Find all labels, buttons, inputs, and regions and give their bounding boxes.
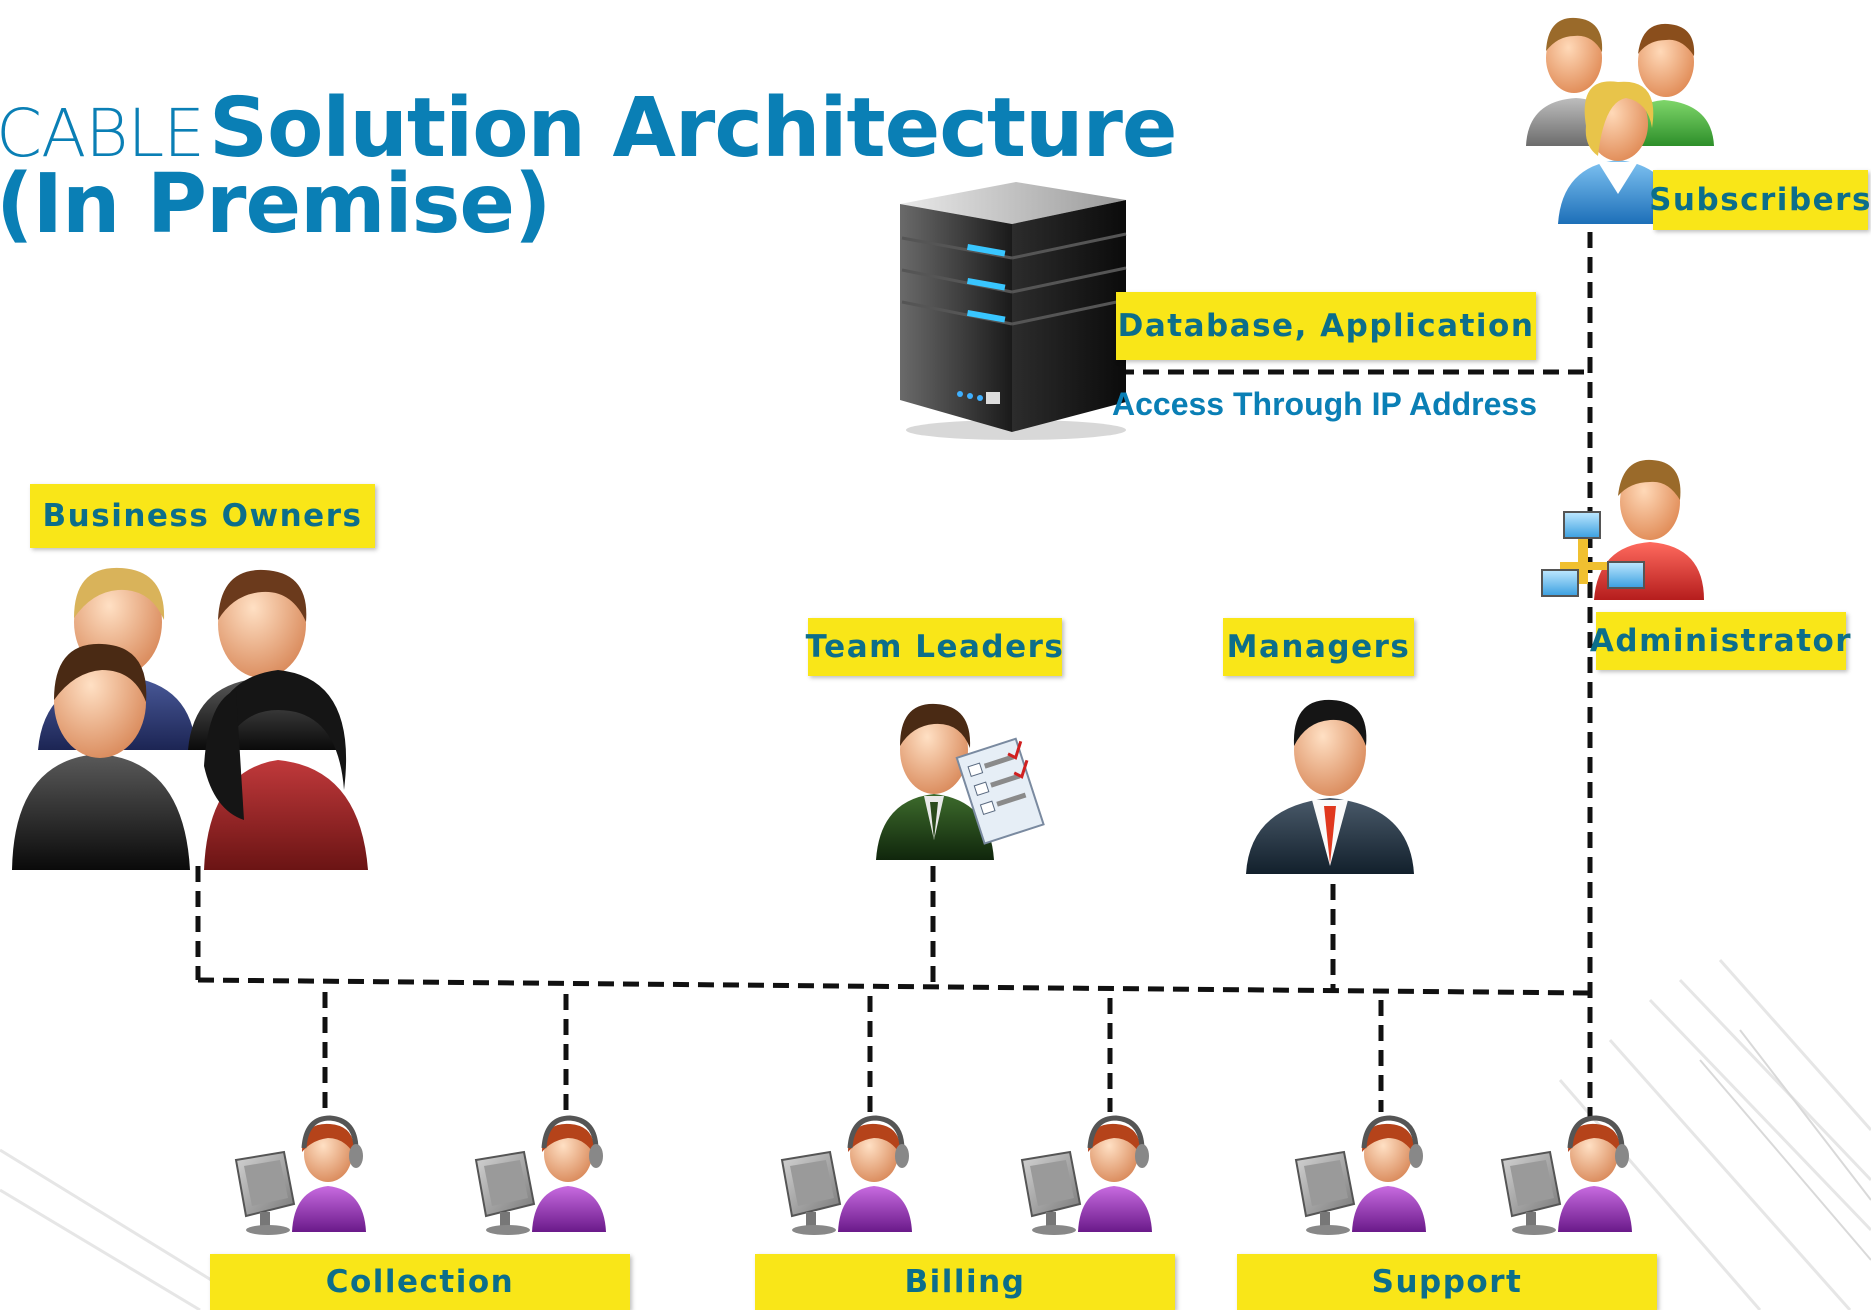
support-label: Support — [1237, 1254, 1657, 1310]
managers-label: Managers — [1223, 618, 1414, 676]
main-bus-line — [197, 977, 1591, 996]
agent-icon — [780, 1115, 912, 1235]
title-main: Solution Architecture — [209, 81, 1177, 176]
collection-label: Collection — [210, 1254, 630, 1310]
agent-icon — [234, 1115, 366, 1235]
agent-icon — [1294, 1115, 1426, 1235]
agent-icon — [1020, 1115, 1152, 1235]
business-owners-label: Business Owners — [30, 484, 375, 548]
billing-label: Billing — [755, 1254, 1175, 1310]
managers-icon — [1246, 699, 1414, 874]
agent-icon — [1500, 1115, 1632, 1235]
database-application-label: Database, Application — [1116, 292, 1536, 360]
subscribers-label: Subscribers — [1649, 170, 1870, 230]
agent-icon — [474, 1115, 606, 1235]
team-leaders-icon — [876, 703, 1045, 860]
administrator-icon — [1541, 459, 1704, 600]
business-owners-group-icon — [12, 567, 368, 870]
subscribers-group-icon — [1526, 17, 1714, 224]
page-title: CABLE Solution Architecture (In Premise) — [0, 88, 1178, 252]
title-brand: CABLE — [0, 95, 205, 172]
administrator-label: Administrator — [1590, 612, 1851, 670]
server-icon — [900, 182, 1127, 440]
team-leaders-label: Team Leaders — [806, 618, 1063, 676]
access-note: Access Through IP Address — [1112, 386, 1538, 422]
title-subtitle: (In Premise) — [0, 157, 552, 252]
